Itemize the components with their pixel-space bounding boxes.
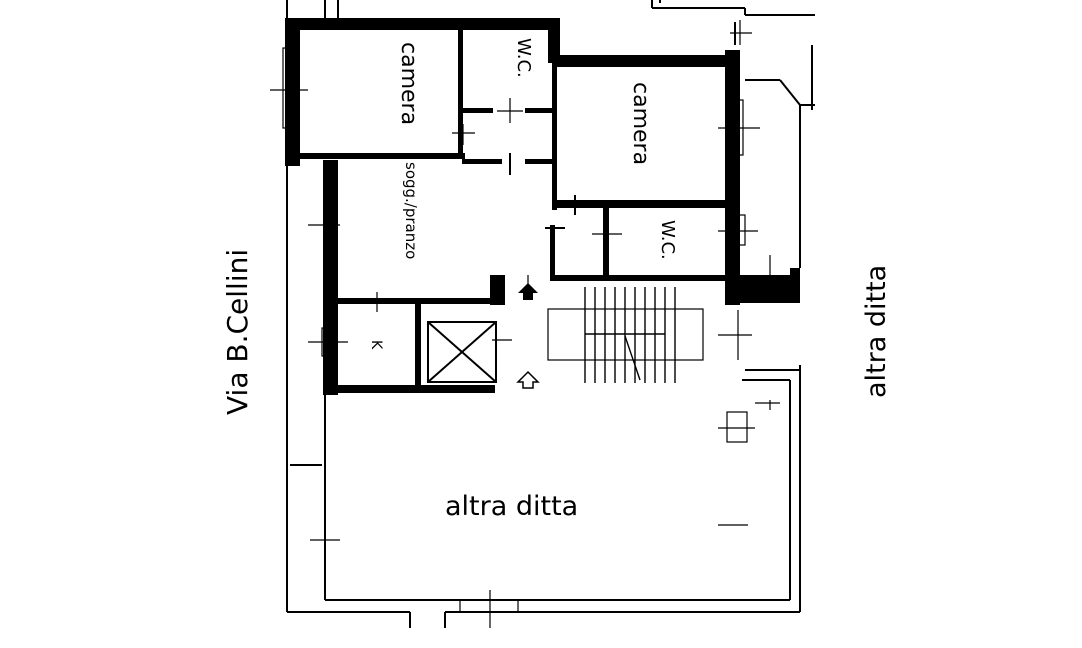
neighbour-label-right: altra ditta: [861, 265, 892, 398]
room-label-wc-2: W.C.: [657, 220, 678, 260]
neighbour-label-bottom: altra ditta: [445, 491, 578, 522]
room-label-kitchen: K: [368, 340, 384, 350]
windows: [270, 20, 780, 628]
staircase: [547, 287, 704, 383]
room-label-soggiorno: sogg./pranzo: [402, 162, 420, 259]
street-label: Via B.Cellini: [221, 249, 254, 415]
walls: [285, 18, 800, 395]
entrance-arrows: [516, 283, 540, 389]
room-label-camera-1: camera: [396, 42, 421, 125]
room-label-camera-2: camera: [628, 82, 653, 165]
room-label-wc-1: W.C.: [513, 38, 534, 78]
lift-shaft: [427, 321, 497, 383]
building-outline: [286, 0, 815, 628]
